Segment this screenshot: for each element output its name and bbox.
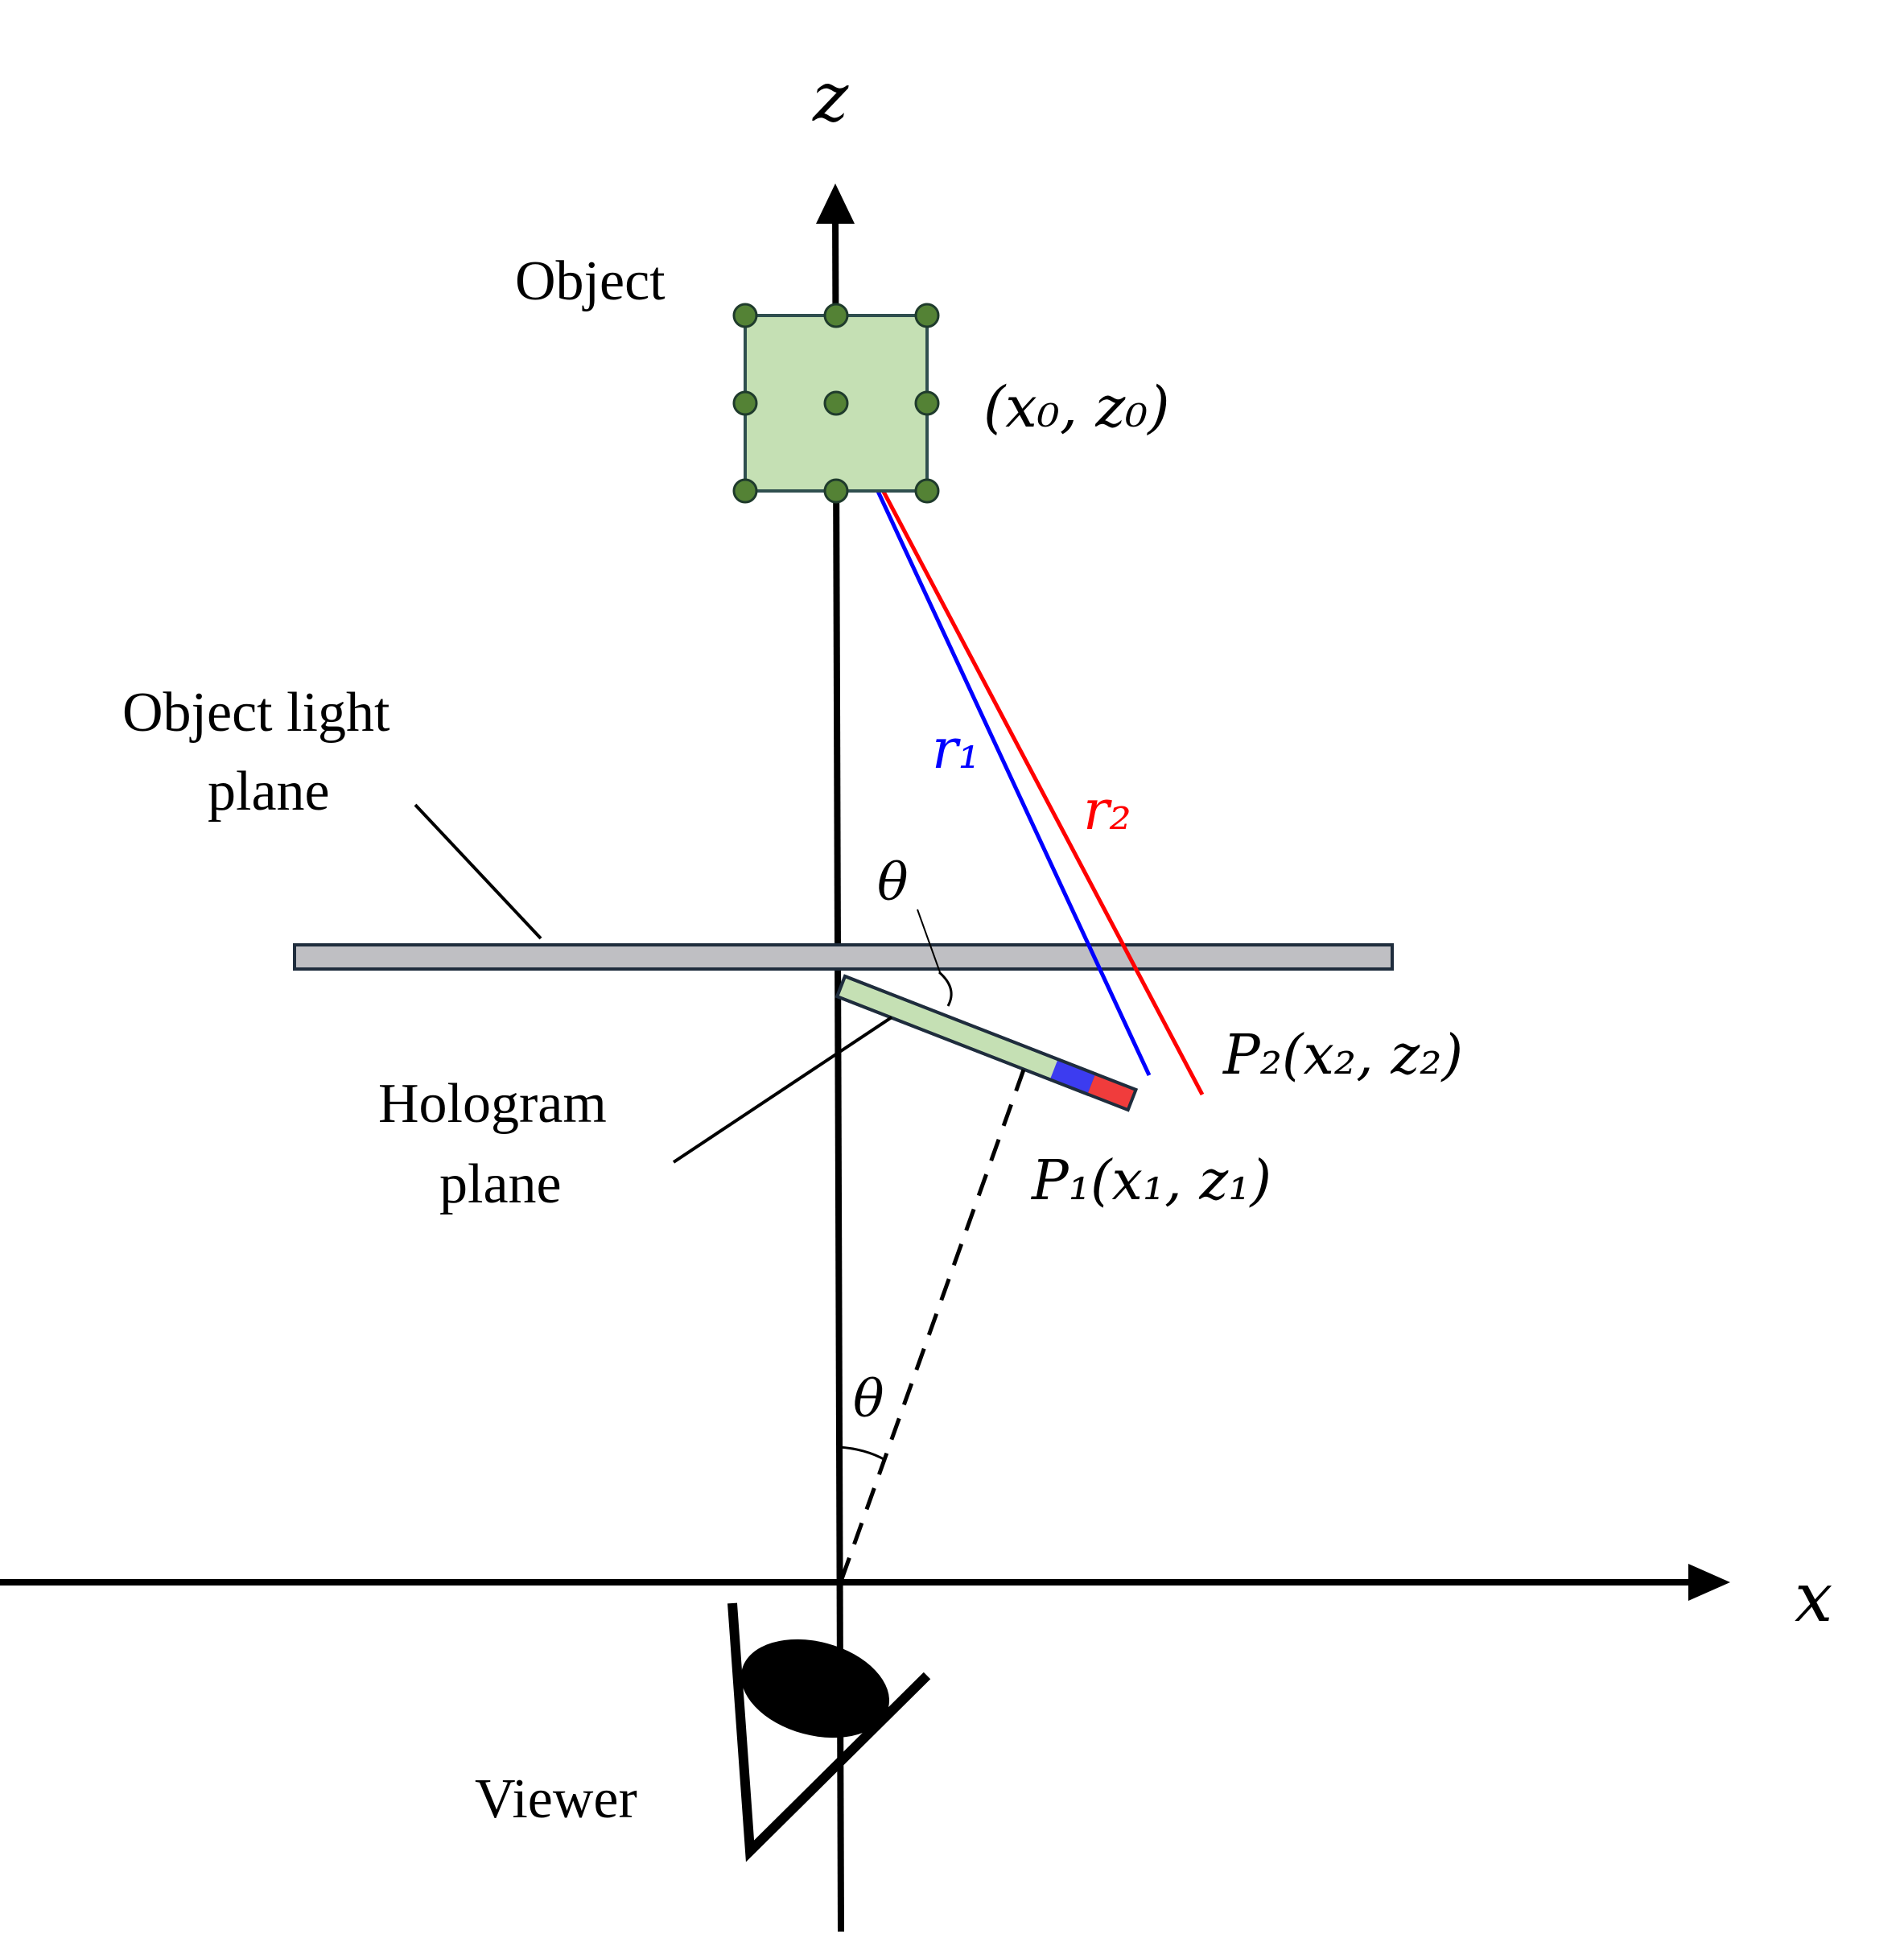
theta-arc-top — [938, 971, 953, 1007]
hologram-plane-leader — [672, 1016, 893, 1164]
x-axis-label: x — [1795, 1558, 1832, 1637]
object-point — [914, 478, 940, 504]
p1-segment — [1049, 1059, 1096, 1095]
theta-top-label: θ — [877, 853, 909, 913]
x-axis-arrowhead — [1688, 1564, 1730, 1601]
object-coordinate-label: (x₀, z₀) — [983, 374, 1170, 440]
object-point — [732, 390, 758, 416]
hologram-plane-label-line2: plane — [439, 1153, 562, 1215]
eye-outline — [727, 1602, 931, 1862]
object-point — [823, 303, 849, 328]
object-center-point — [823, 390, 849, 416]
object-light-plane-leader — [414, 803, 542, 940]
object — [732, 303, 940, 504]
hologram-plane-label-line1: Hologram — [378, 1073, 607, 1135]
object-point — [732, 478, 758, 504]
object-point — [823, 478, 849, 504]
hologram-plane-outline — [835, 974, 1139, 1112]
z-axis-arrowhead — [816, 184, 855, 224]
p2-label: P₂(x₂, z₂) — [1222, 1024, 1463, 1087]
z-axis-label: z — [812, 58, 849, 137]
ray-r1 — [836, 405, 1152, 1077]
object-point — [914, 390, 940, 416]
p1-label: P₁(x₁, z₁) — [1030, 1149, 1271, 1213]
object-light-plane — [293, 943, 1394, 971]
theta-arc-bottom — [838, 1445, 886, 1462]
viewer-label: Viewer — [475, 1768, 637, 1830]
eye-pupil — [740, 1639, 890, 1738]
ray-r2 — [836, 405, 1205, 1096]
object-point — [732, 303, 758, 328]
hologram-plane — [835, 974, 1139, 1112]
object-light-plane-label-line2: plane — [208, 761, 330, 823]
p2-segment — [1087, 1074, 1136, 1111]
object-label: Object — [515, 250, 666, 312]
object-point — [914, 303, 940, 328]
theta-top-leader — [917, 909, 941, 973]
viewer-eye-icon — [727, 1602, 931, 1862]
theta-bottom-label: θ — [853, 1370, 884, 1429]
object-light-plane-label-line1: Object light — [122, 682, 390, 744]
r2-label: r₂ — [1083, 779, 1131, 843]
x-axis — [0, 1564, 1730, 1601]
viewing-direction-line — [839, 1060, 1029, 1580]
r1-label: r₁ — [932, 718, 980, 781]
